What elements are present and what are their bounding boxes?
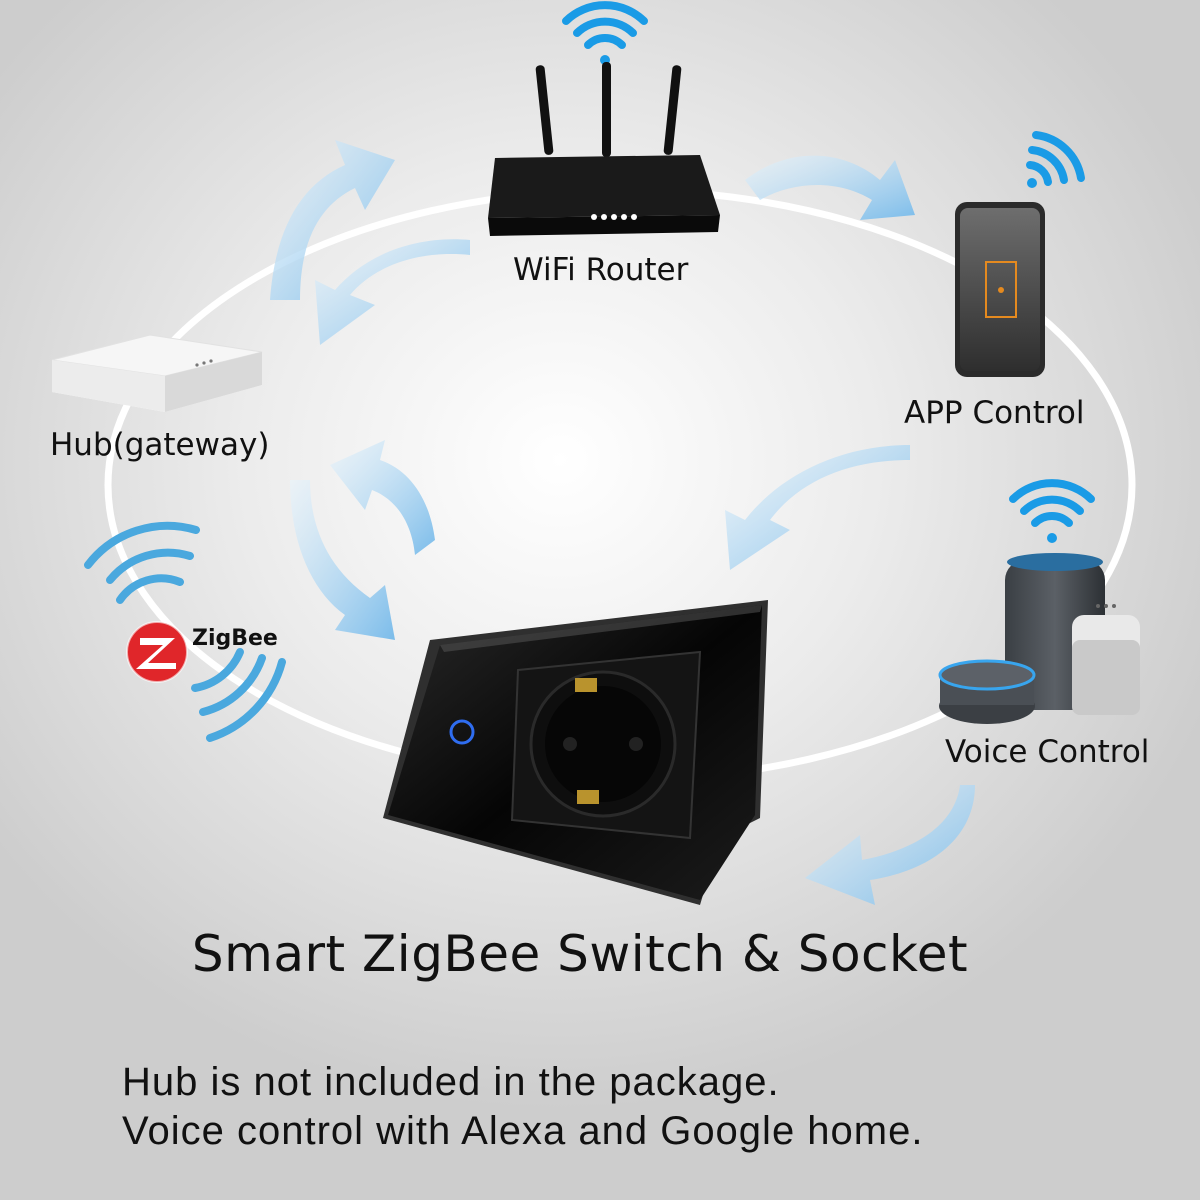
- notes-block: Hub is not included in the package. Voic…: [122, 1058, 923, 1156]
- smartphone-icon: [955, 131, 1085, 377]
- arrow-router-to-hub: [315, 239, 470, 345]
- router-label: WiFi Router: [513, 252, 689, 288]
- page-title: Smart ZigBee Switch & Socket: [191, 925, 969, 983]
- note-hub: Hub is not included in the package.: [122, 1060, 780, 1104]
- smart-speakers-icon: [938, 479, 1140, 724]
- wifi-router-icon: [488, 1, 720, 236]
- arrow-hub-to-router: [270, 140, 395, 300]
- wifi-signal-icon: [1009, 479, 1095, 543]
- arrow-hub-to-switch: [290, 480, 395, 640]
- socket-outlet-icon: [510, 650, 702, 840]
- flow-arrows: [270, 140, 975, 905]
- app-control-label: APP Control: [904, 395, 1085, 431]
- zigbee-logo-icon: [84, 521, 286, 742]
- note-voice: Voice control with Alexa and Google home…: [122, 1109, 924, 1153]
- hub-gateway-icon: [51, 334, 263, 412]
- arrow-router-to-app: [745, 155, 915, 220]
- hub-label: Hub(gateway): [50, 427, 270, 463]
- arrow-voice-to-switch: [805, 785, 975, 905]
- zigbee-label: ZigBee: [192, 626, 278, 651]
- wifi-signal-icon: [1026, 131, 1085, 188]
- arrow-app-to-switch: [725, 445, 910, 570]
- arrow-switch-to-hub: [330, 440, 435, 555]
- wifi-signal-icon: [562, 1, 648, 65]
- touch-button-icon[interactable]: [449, 719, 475, 745]
- switch-socket-panel: [383, 600, 768, 905]
- voice-control-label: Voice Control: [945, 734, 1150, 770]
